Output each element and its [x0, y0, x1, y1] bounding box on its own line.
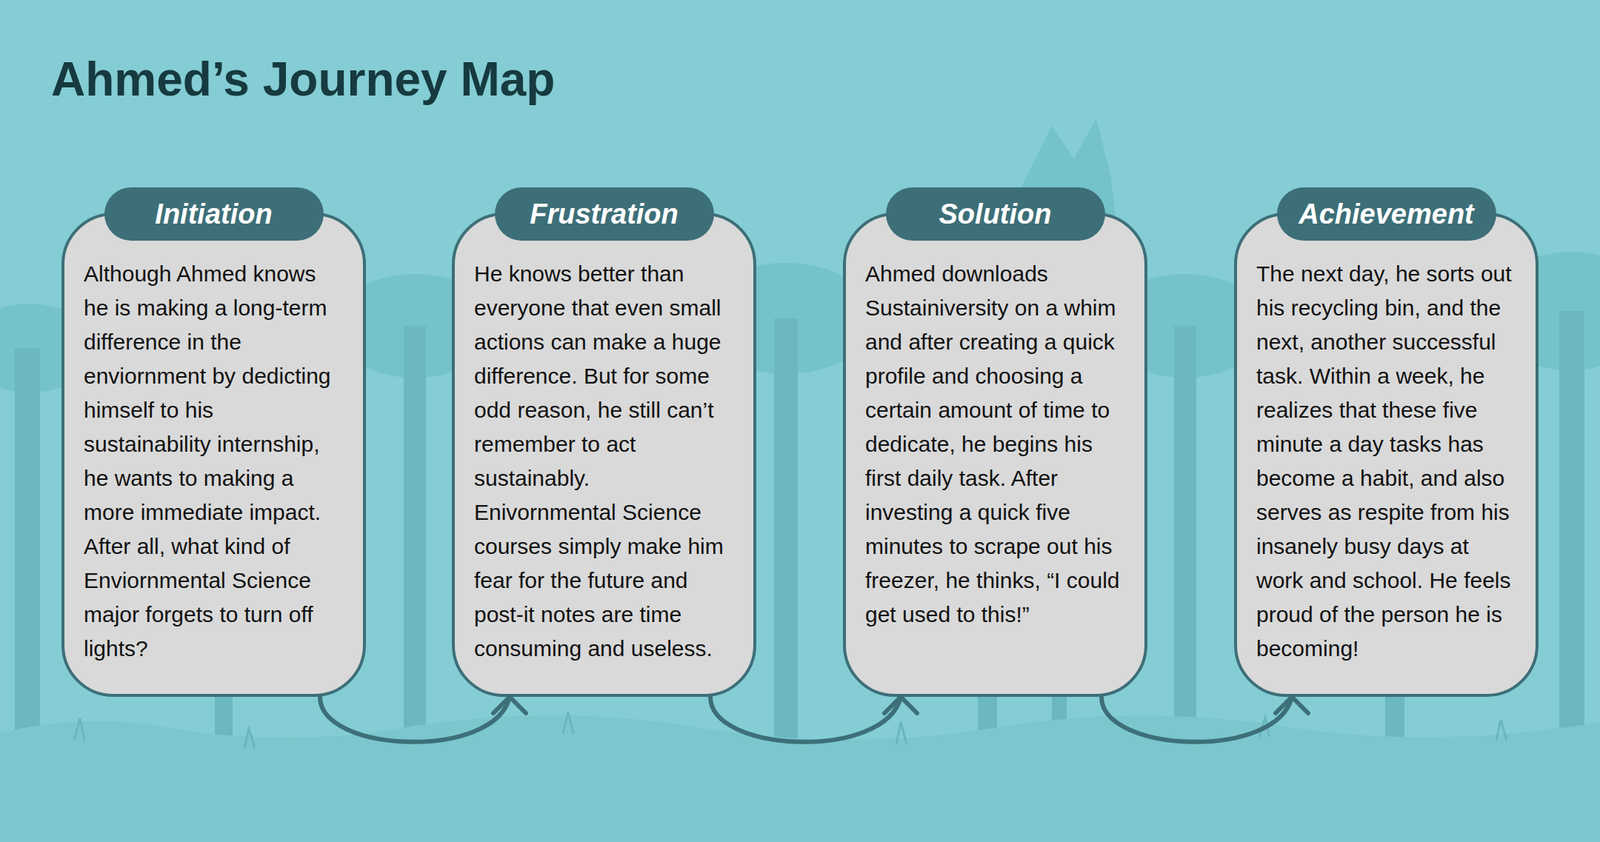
stage-description: Ahmed downloads Sustainiversity on a whi… — [865, 257, 1126, 632]
stage-description: He knows better than everyone that even … — [474, 257, 735, 666]
stage-heading: Frustration — [494, 187, 715, 241]
curved-arrow — [710, 697, 918, 743]
stage-card: SolutionAhmed downloads Sustainiversity … — [842, 212, 1148, 698]
stage-heading: Achievement — [1277, 187, 1497, 241]
curved-arrow — [320, 697, 526, 743]
curved-arrow — [1101, 697, 1309, 743]
stage-description: Although Ahmed knows he is making a long… — [83, 257, 344, 666]
diagram-title: Ahmed’s Journey Map — [51, 51, 555, 107]
stage-heading: Initiation — [104, 187, 324, 241]
stage-card: AchievementThe next day, he sorts out hi… — [1234, 212, 1539, 698]
stage-card: InitiationAlthough Ahmed knows he is mak… — [61, 212, 366, 698]
stage-card: FrustrationHe knows better than everyone… — [451, 212, 757, 698]
stage-description: The next day, he sorts out his recycling… — [1256, 257, 1517, 666]
stage-heading: Solution — [885, 187, 1106, 241]
